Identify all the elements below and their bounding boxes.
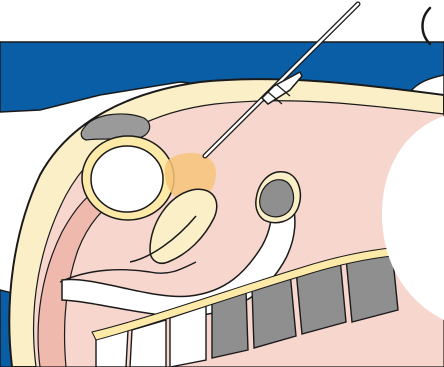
pubic-fat-pad xyxy=(81,114,149,140)
bladder-lumen xyxy=(91,146,163,212)
bracket-icon xyxy=(423,8,431,44)
